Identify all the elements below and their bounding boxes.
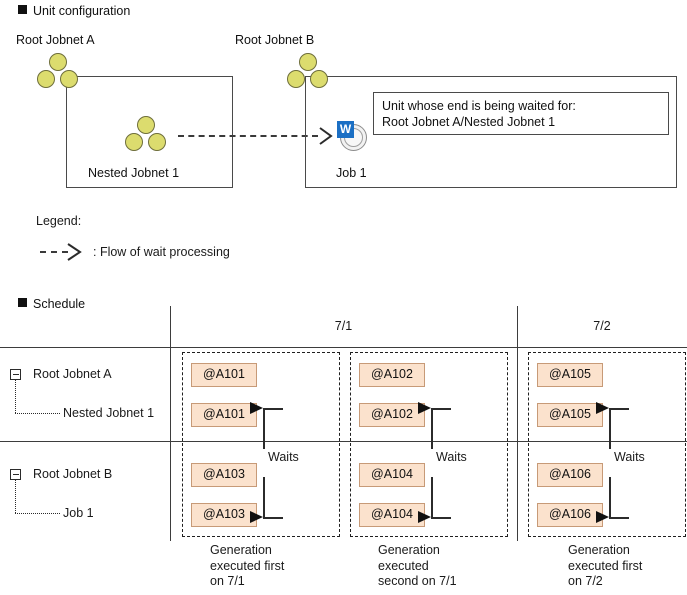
waits-arrowhead-lower-0 — [250, 511, 263, 523]
schedule-row-label-nested-jobnet-1: Nested Jobnet 1 — [63, 406, 155, 420]
tree-connector-vertical-a — [15, 380, 16, 413]
waits-label-0: Waits — [268, 450, 299, 464]
tree-collapse-icon-root-a[interactable] — [10, 369, 21, 380]
generation-block-0: @A101 @A101 @A103 @A103 — [182, 352, 340, 537]
generation-0-bottom-parent-box[interactable]: @A103 — [191, 463, 257, 487]
waits-wire-vertical-lower-1 — [431, 477, 433, 518]
root-jobnet-a-title: Root Jobnet A — [16, 33, 95, 47]
root-jobnet-a-container — [66, 76, 233, 188]
schedule-hline-middle — [0, 441, 687, 443]
schedule-heading: Schedule — [18, 297, 85, 311]
generation-0-top-child-box[interactable]: @A101 — [191, 403, 257, 427]
generation-block-1: @A102 @A102 @A104 @A104 — [350, 352, 508, 537]
tree-collapse-icon-root-b[interactable] — [10, 469, 21, 480]
waits-label-2: Waits — [614, 450, 645, 464]
waits-wire-horizontal-upper-1 — [431, 408, 451, 410]
unit-configuration-heading: Unit configuration — [18, 4, 130, 18]
generation-2-top-child-box[interactable]: @A105 — [537, 403, 603, 427]
waits-wire-horizontal-lower-1 — [431, 517, 451, 519]
generation-1-top-child-box[interactable]: @A102 — [359, 403, 425, 427]
schedule-column-header-1: 7/2 — [593, 319, 611, 333]
schedule-vline-left — [170, 306, 172, 541]
waits-wire-vertical-upper-1 — [431, 408, 433, 449]
waits-wire-horizontal-lower-2 — [609, 517, 629, 519]
root-jobnet-b-container — [305, 76, 677, 188]
waits-wire-vertical-lower-0 — [263, 477, 265, 518]
root-jobnet-b-title: Root Jobnet B — [235, 33, 315, 47]
generation-caption-0: Generation executed first on 7/1 — [210, 543, 285, 588]
waits-wire-vertical-lower-2 — [609, 477, 611, 518]
waits-arrowhead-upper-0 — [250, 402, 263, 414]
generation-2-bottom-parent-box[interactable]: @A106 — [537, 463, 603, 487]
schedule-hline-header — [0, 347, 687, 349]
legend-entry-label: : Flow of wait processing — [93, 245, 230, 259]
schedule-row-label-root-b: Root Jobnet B — [33, 467, 113, 481]
generation-0-bottom-child-box[interactable]: @A103 — [191, 503, 257, 527]
schedule-row-label-root-a: Root Jobnet A — [33, 367, 112, 381]
waits-arrowhead-upper-2 — [596, 402, 609, 414]
waits-wire-horizontal-upper-0 — [263, 408, 283, 410]
unit-configuration-heading-label: Unit configuration — [33, 4, 131, 18]
legend-dashed-line-icon — [40, 251, 68, 253]
job-1-icon: W — [337, 121, 367, 151]
callout-line-1: Unit whose end is being waited for: — [382, 99, 576, 113]
wait-flow-dashed-line — [178, 135, 318, 137]
callout-line-2: Root Jobnet A/Nested Jobnet 1 — [382, 115, 556, 129]
schedule-column-header-0: 7/1 — [334, 319, 353, 333]
waits-arrowhead-upper-1 — [418, 402, 431, 414]
jobnet-icon-root-b — [286, 53, 330, 91]
schedule-row-label-job-1: Job 1 — [63, 506, 94, 520]
job-1-label: Job 1 — [336, 166, 367, 180]
waits-arrowhead-lower-2 — [596, 511, 609, 523]
tree-connector-vertical-b — [15, 480, 16, 513]
waits-wire-horizontal-lower-0 — [263, 517, 283, 519]
generation-caption-2: Generation executed first on 7/2 — [568, 543, 643, 588]
generation-1-top-parent-box[interactable]: @A102 — [359, 363, 425, 387]
tree-connector-horizontal-b — [15, 513, 60, 514]
square-bullet-icon-2 — [18, 298, 27, 307]
generation-2-bottom-child-box[interactable]: @A106 — [537, 503, 603, 527]
waits-label-1: Waits — [436, 450, 467, 464]
generation-block-2: @A105 @A105 @A106 @A106 — [528, 352, 686, 537]
waits-wire-vertical-upper-2 — [609, 408, 611, 449]
wait-badge-icon: W — [337, 121, 354, 138]
generation-1-bottom-child-box[interactable]: @A104 — [359, 503, 425, 527]
nested-jobnet-1-label: Nested Jobnet 1 — [88, 166, 180, 180]
jobnet-icon-root-a — [36, 53, 80, 91]
waits-wire-horizontal-upper-2 — [609, 408, 629, 410]
generation-caption-1: Generation executed second on 7/1 — [378, 543, 457, 588]
schedule-vline-mid — [517, 306, 519, 541]
wait-target-callout: Unit whose end is being waited for: Root… — [373, 92, 669, 135]
schedule-heading-label: Schedule — [33, 297, 86, 311]
jobnet-icon-nested-jobnet-1 — [124, 116, 168, 154]
generation-0-top-parent-box[interactable]: @A101 — [191, 363, 257, 387]
square-bullet-icon — [18, 5, 27, 14]
generation-1-bottom-parent-box[interactable]: @A104 — [359, 463, 425, 487]
legend-arrowhead-icon — [66, 242, 84, 262]
generation-2-top-parent-box[interactable]: @A105 — [537, 363, 603, 387]
waits-wire-vertical-upper-0 — [263, 408, 265, 449]
tree-connector-horizontal-a — [15, 413, 60, 414]
waits-arrowhead-lower-1 — [418, 511, 431, 523]
wait-flow-arrowhead-icon — [318, 126, 334, 146]
legend-title: Legend: — [36, 214, 82, 228]
